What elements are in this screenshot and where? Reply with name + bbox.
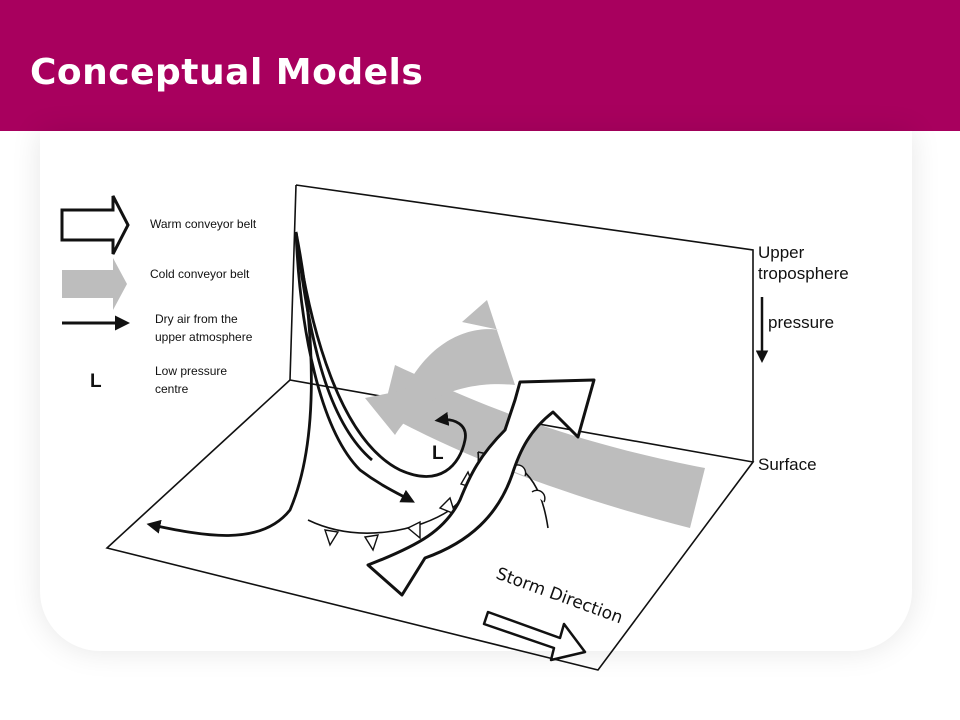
cold-conveyor-belt-upper: [365, 300, 515, 435]
dry-air-streamers: [146, 231, 467, 537]
storm-direction-arrow: [482, 610, 587, 662]
upper-troposphere-label-1: Upper: [758, 243, 805, 262]
warm-belt-legend-icon: [60, 195, 130, 255]
page-title: Conceptual Models: [30, 52, 424, 93]
legend-dry-label-1: Dry air from the: [155, 312, 238, 326]
legend-low-label-1: Low pressure: [155, 364, 227, 378]
cold-belt-legend-icon: [62, 258, 127, 310]
content-panel: [40, 131, 912, 651]
legend-warm-label: Warm conveyor belt: [150, 217, 257, 231]
cold-conveyor-belt-lower: [383, 365, 705, 528]
legend-cold-label: Cold conveyor belt: [150, 267, 250, 281]
low-pressure-centre-marker: L: [432, 443, 444, 464]
upper-troposphere-plane: [289, 184, 754, 462]
legend-dry-label-2: upper atmosphere: [155, 330, 253, 344]
pressure-label: pressure: [768, 313, 834, 332]
legend: Warm conveyor belt Cold conveyor belt Dr…: [60, 195, 257, 396]
warm-conveyor-belt: [366, 378, 596, 597]
storm-direction-label: Storm Direction: [493, 564, 625, 628]
legend-low-label-2: centre: [155, 382, 189, 396]
surface-label: Surface: [758, 455, 817, 474]
surface-plane: [105, 379, 755, 671]
title-bar: Conceptual Models: [0, 0, 960, 131]
low-pressure-legend-symbol: L: [90, 371, 102, 392]
upper-troposphere-label-2: troposphere: [758, 264, 849, 283]
